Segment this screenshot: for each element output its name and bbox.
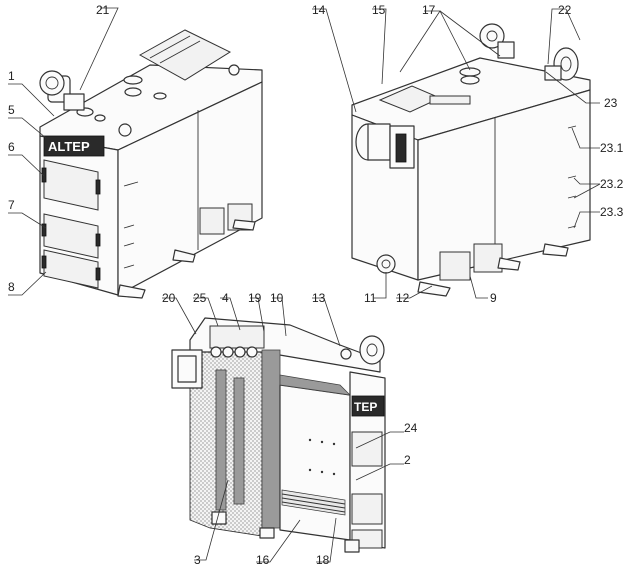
- callout-1: 1: [8, 69, 15, 83]
- callout-23-1: 23.1: [600, 141, 624, 155]
- callout-24: 24: [404, 421, 418, 435]
- rear-boiler-flue-pipe: [355, 123, 415, 169]
- front-boiler-brand-text: ALTEP: [48, 139, 90, 154]
- cutaway-baffle-1: [215, 369, 227, 511]
- callout-2: 2: [404, 453, 411, 467]
- front-boiler-fan: [39, 70, 85, 111]
- rear-boiler-fan-2: [544, 47, 579, 81]
- callout-16: 16: [256, 553, 270, 567]
- cutaway-baffle-3: [261, 349, 281, 529]
- callout-25: 25: [193, 291, 207, 305]
- callout-17: 17: [422, 3, 436, 17]
- cutaway-combustion-chamber: [279, 384, 351, 541]
- callout-14: 14: [312, 3, 326, 17]
- front-boiler-upper-door: [43, 159, 99, 211]
- rear-boiler-fan-1: [479, 23, 515, 59]
- callout-6: 6: [8, 140, 15, 154]
- callout-13: 13: [312, 291, 326, 305]
- callout-18: 18: [316, 553, 330, 567]
- front-boiler-side-face: [117, 81, 263, 296]
- callout-15: 15: [372, 3, 386, 17]
- callout-21: 21: [96, 3, 110, 17]
- cutaway-grate: [281, 489, 346, 516]
- cutaway-baffle-2: [233, 377, 245, 505]
- callout-22: 22: [558, 3, 572, 17]
- callout-9: 9: [490, 291, 497, 305]
- callout-23-3: 23.3: [600, 205, 624, 219]
- cutaway-middle-door: [351, 493, 383, 525]
- boiler-front-view: ALTEP: [39, 29, 263, 299]
- boiler-rear-view: [351, 23, 591, 297]
- cutaway-brand-text: TEP: [354, 400, 377, 414]
- callout-7: 7: [8, 198, 15, 212]
- callout-19: 19: [248, 291, 262, 305]
- callout-labels: 21 1 5 6 7 8 14 15 17 22 23 23.1 23.2 23…: [8, 3, 624, 567]
- callout-20: 20: [162, 291, 176, 305]
- callout-4: 4: [222, 291, 229, 305]
- callout-10: 10: [270, 291, 284, 305]
- front-boiler-top-lid: [138, 29, 232, 81]
- callout-11: 11: [364, 291, 377, 305]
- boiler-cutaway-view: TEP: [171, 317, 386, 553]
- callout-3: 3: [194, 553, 201, 567]
- callout-23-2: 23.2: [600, 177, 624, 191]
- callout-23: 23: [604, 96, 618, 110]
- callout-12: 12: [396, 291, 410, 305]
- callout-8: 8: [8, 280, 15, 294]
- rear-boiler-right-face: [417, 89, 591, 281]
- front-boiler-brand-plate: [43, 135, 105, 157]
- cutaway-upper-door: [351, 431, 383, 467]
- callout-leaders: [8, 7, 601, 563]
- cutaway-fan: [340, 335, 385, 365]
- callout-5: 5: [8, 103, 15, 117]
